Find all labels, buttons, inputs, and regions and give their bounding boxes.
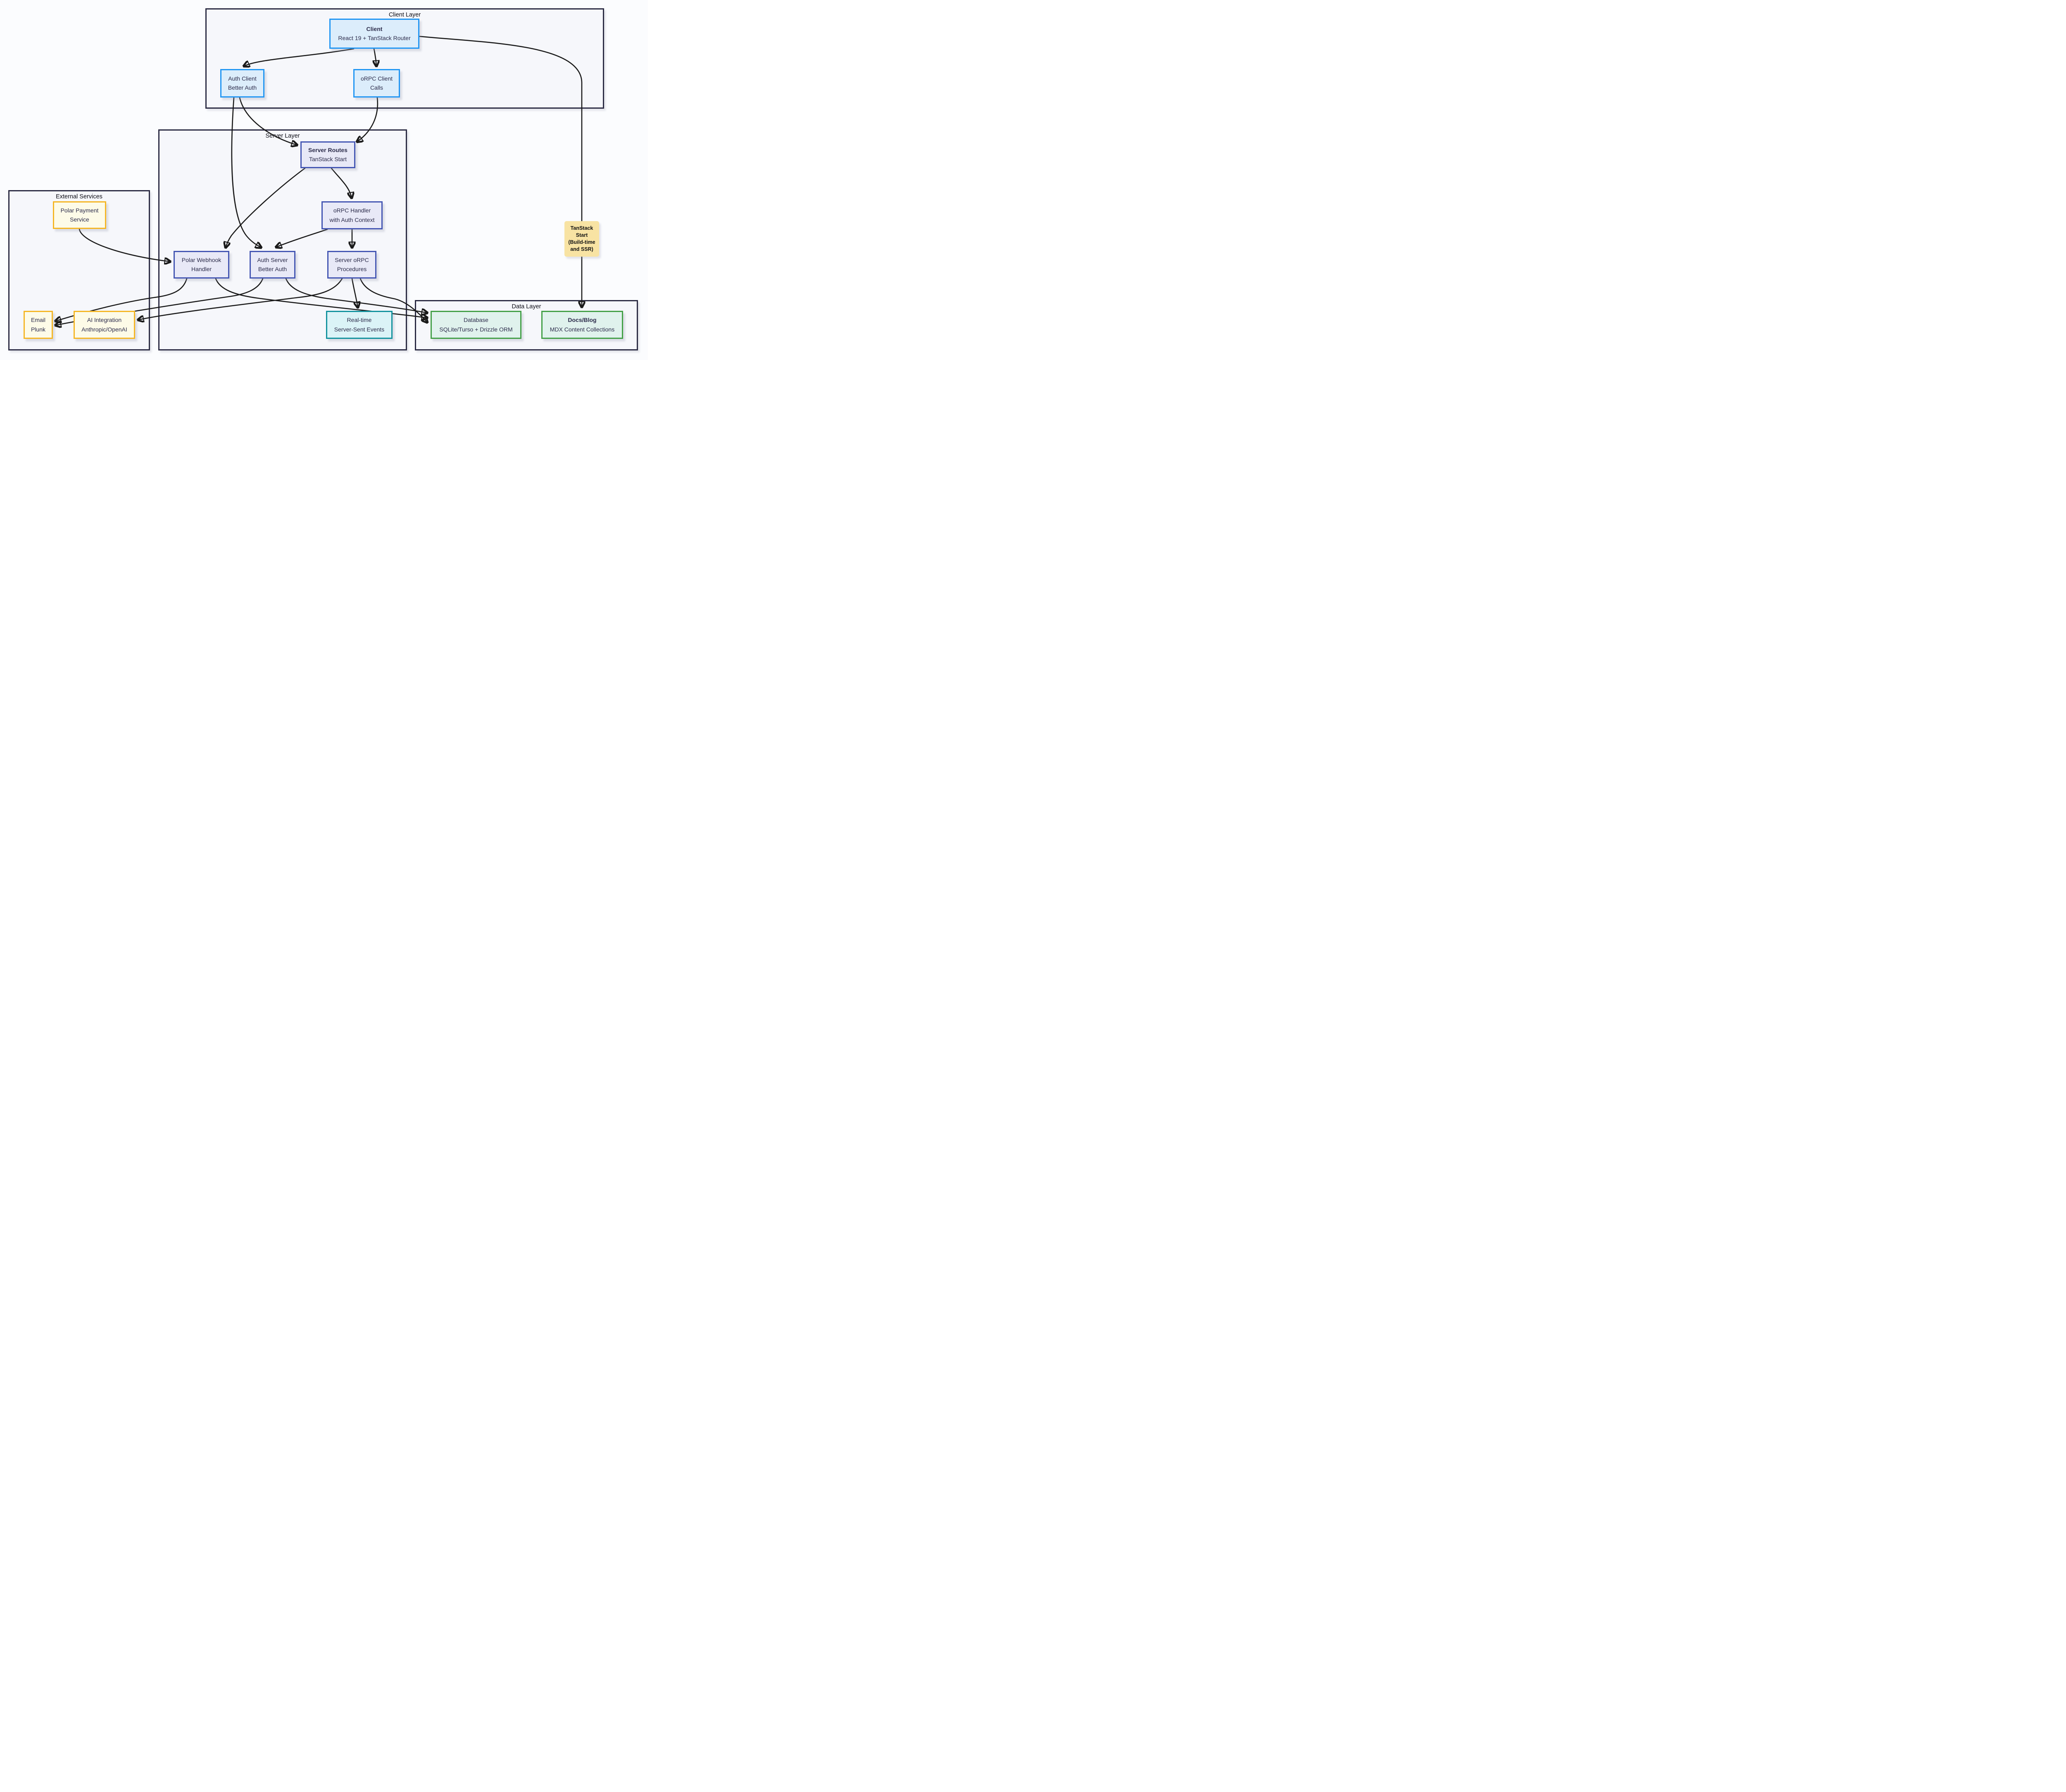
node-orpc-handler-title: oRPC Handler [333, 207, 371, 214]
node-orpc-handler: oRPC Handler with Auth Context [321, 201, 383, 229]
edge-label-line: (Build-time [568, 239, 595, 245]
node-polar-payment-subtitle: Service [70, 216, 89, 223]
node-auth-client-title: Auth Client [228, 75, 257, 82]
node-docs-blog-subtitle: MDX Content Collections [550, 326, 615, 333]
group-external-services-label: External Services [56, 193, 102, 200]
node-server-orpc-title: Server oRPC [335, 256, 369, 263]
node-auth-server-title: Auth Server [257, 256, 288, 263]
node-server-routes: Server Routes TanStack Start [300, 141, 355, 168]
edge-server-routes-to-polar-webhook [226, 167, 306, 248]
edge-client-to-auth-client [244, 48, 355, 66]
node-polar-payment-title: Polar Payment [60, 207, 99, 214]
node-server-orpc-subtitle: Procedures [337, 266, 367, 272]
node-server-routes-title: Server Routes [308, 146, 348, 153]
node-polar-webhook-title: Polar Webhook [181, 256, 221, 263]
edge-client-to-docs-blog [419, 36, 582, 307]
edge-label-line: and SSR) [570, 246, 593, 252]
node-polar-webhook-subtitle: Handler [191, 266, 212, 272]
group-client-layer-label: Client Layer [388, 12, 421, 18]
edge-auth-server-to-database [285, 278, 427, 313]
node-email-subtitle: Plunk [31, 326, 46, 333]
node-orpc-client-subtitle: Calls [370, 84, 383, 91]
node-email-title: Email [31, 317, 45, 324]
node-client: Client React 19 + TanStack Router [329, 19, 419, 49]
edge-orpc-handler-to-auth-server [276, 229, 328, 247]
edge-server-orpc-to-realtime [351, 278, 358, 307]
edge-label-line: Start [576, 232, 588, 238]
node-server-orpc: Server oRPC Procedures [327, 251, 376, 279]
node-docs-blog: Docs/Blog MDX Content Collections [541, 311, 623, 339]
edge-polar-webhook-to-database [215, 278, 427, 318]
architecture-diagram: Client Layer Server Layer External Servi… [0, 0, 648, 360]
edges-layer [0, 36, 648, 360]
node-auth-server: Auth Server Better Auth [250, 251, 295, 279]
node-orpc-handler-subtitle: with Auth Context [329, 216, 375, 223]
node-database-subtitle: SQLite/Turso + Drizzle ORM [439, 326, 513, 333]
edge-server-orpc-to-database [359, 278, 427, 322]
node-ai-integration-title: AI Integration [87, 317, 122, 324]
edge-auth-client-to-auth-server [231, 97, 261, 248]
edge-server-orpc-to-ai-integration [138, 278, 343, 320]
edge-polar-payment-to-polar-webhook [79, 228, 170, 262]
node-client-title: Client [366, 25, 383, 32]
edge-label-tanstack-start: TanStack Start (Build-time and SSR) [564, 221, 599, 257]
edge-auth-client-to-server-routes [239, 97, 297, 145]
edge-orpc-client-to-server-routes [357, 97, 378, 142]
node-ai-integration: AI Integration Anthropic/OpenAI [74, 311, 135, 339]
node-auth-client: Auth Client Better Auth [220, 69, 264, 98]
node-email-plunk: Email Plunk [24, 311, 53, 339]
edge-server-routes-to-orpc-handler [331, 167, 352, 198]
node-polar-webhook-handler: Polar Webhook Handler [174, 251, 229, 279]
node-polar-payment: Polar Payment Service [53, 201, 106, 229]
edge-label-line: TanStack [570, 225, 593, 231]
node-orpc-client-title: oRPC Client [360, 75, 393, 82]
group-data-layer-label: Data Layer [512, 303, 541, 310]
node-docs-blog-title: Docs/Blog [568, 317, 597, 324]
group-server-layer-label: Server Layer [265, 133, 300, 139]
node-realtime-title: Real-time [347, 317, 372, 324]
node-ai-integration-subtitle: Anthropic/OpenAI [81, 326, 127, 333]
node-realtime-sse: Real-time Server-Sent Events [326, 311, 393, 339]
node-client-subtitle: React 19 + TanStack Router [338, 35, 411, 41]
node-server-routes-subtitle: TanStack Start [309, 156, 347, 162]
node-database-title: Database [464, 317, 488, 324]
node-auth-server-subtitle: Better Auth [258, 266, 287, 272]
node-realtime-subtitle: Server-Sent Events [334, 326, 385, 333]
edge-client-to-orpc-client [374, 48, 376, 66]
node-orpc-client: oRPC Client Calls [353, 69, 400, 98]
node-database: Database SQLite/Turso + Drizzle ORM [431, 311, 521, 339]
node-auth-client-subtitle: Better Auth [228, 84, 257, 91]
